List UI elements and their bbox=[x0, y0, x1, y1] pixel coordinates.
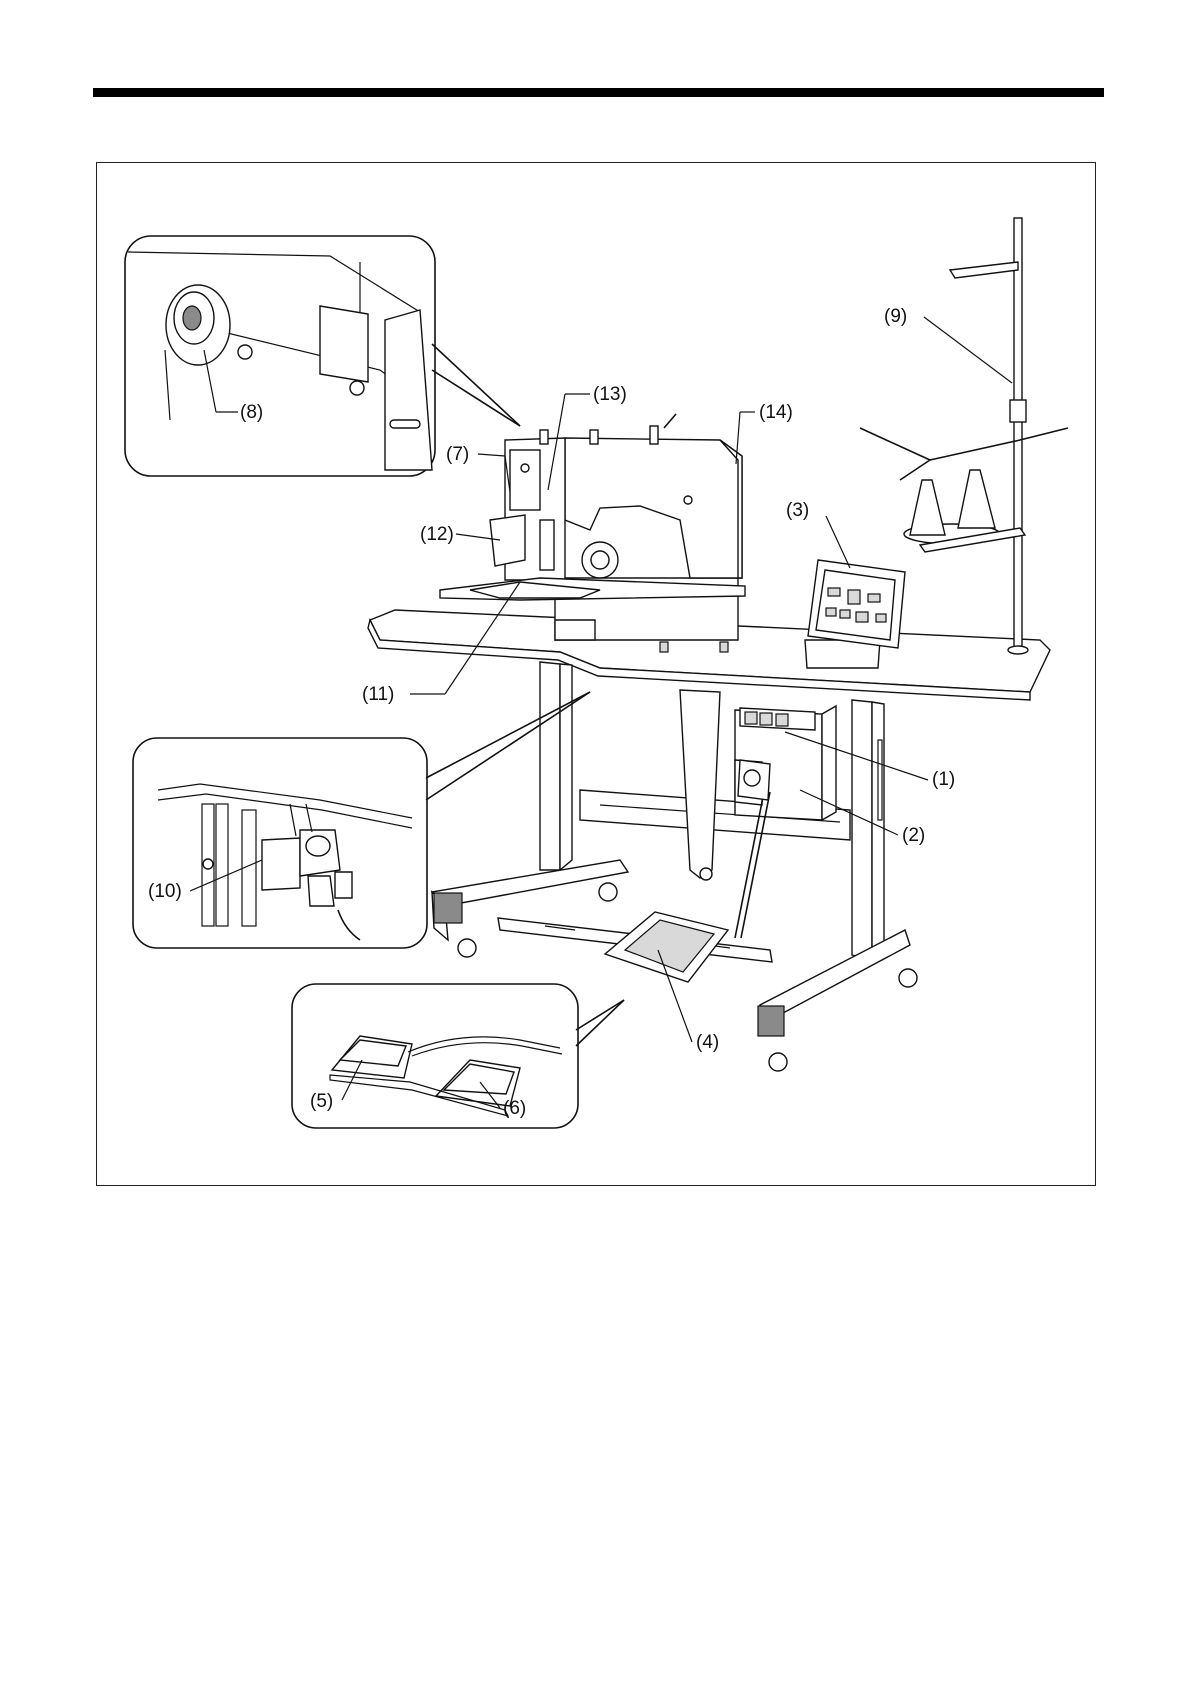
label-11-work-clamp: (11) bbox=[362, 684, 394, 705]
label-13-thread-take-up: (13) bbox=[593, 384, 627, 405]
label-8-pulley: (8) bbox=[240, 402, 263, 423]
label-10-air-regulator: (10) bbox=[148, 881, 182, 902]
label-4-foot-pedal: (4) bbox=[696, 1032, 719, 1053]
label-9-thread-stand: (9) bbox=[884, 306, 907, 327]
label-14-machine-head: (14) bbox=[759, 402, 793, 423]
inset-foot-switches bbox=[292, 984, 624, 1128]
inset-regulator bbox=[133, 692, 590, 948]
label-3-operation-panel: (3) bbox=[786, 500, 809, 521]
label-5-left-foot-switch: (5) bbox=[310, 1091, 333, 1112]
label-1-power-switch: (1) bbox=[932, 769, 955, 790]
inset-pulley bbox=[125, 236, 520, 476]
label-6-right-foot-switch: (6) bbox=[503, 1098, 526, 1119]
label-2-control-box: (2) bbox=[902, 825, 925, 846]
label-12-eye-guard: (12) bbox=[420, 524, 454, 545]
label-7-head-switch: (7) bbox=[446, 444, 469, 465]
